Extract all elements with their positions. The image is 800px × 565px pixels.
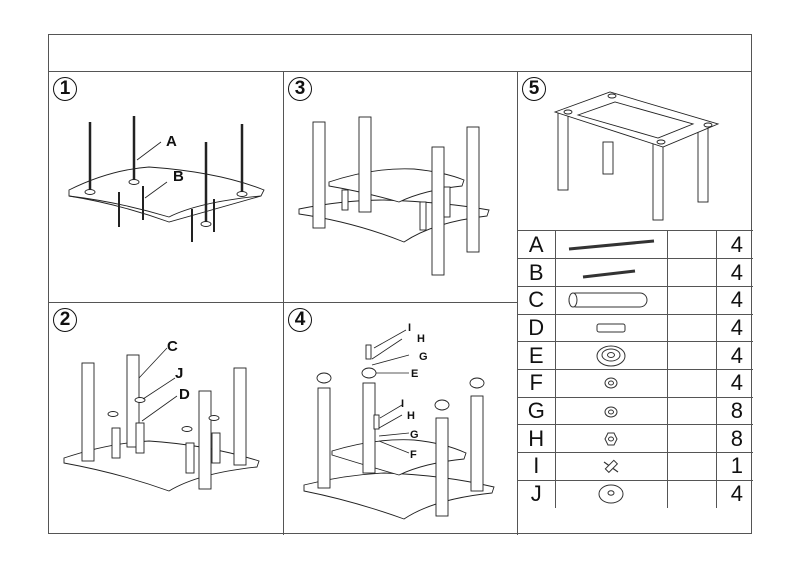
parts-list-table: A 4 B 4 C 4 D 4 E 4 <box>518 231 753 508</box>
small-washer-icon <box>604 406 618 418</box>
step-1-panel: 1 A B <box>49 72 284 303</box>
part-qty: 8 <box>715 396 753 426</box>
flat-washer-icon <box>604 377 618 389</box>
part-image <box>554 341 668 370</box>
part-image <box>554 479 668 508</box>
part-qty: 4 <box>715 368 753 398</box>
callout-b: B <box>173 168 184 185</box>
parts-row: F 4 <box>518 368 753 398</box>
parts-row: A 4 <box>518 231 753 260</box>
step-3-illustration <box>298 116 490 276</box>
step-2-badge: 2 <box>53 308 77 332</box>
callout-d: D <box>179 386 190 403</box>
part-image <box>554 313 668 343</box>
part-letter: E <box>518 341 556 370</box>
callout-h-mid: H <box>407 410 415 422</box>
parts-row: J 4 <box>518 479 753 508</box>
part-letter: D <box>518 313 556 343</box>
part-qty: 8 <box>715 424 753 453</box>
assembly-sheet: 1 A B <box>48 34 753 535</box>
part-qty: 4 <box>715 479 753 508</box>
step-5-panel: 5 <box>518 72 753 231</box>
part-letter: C <box>518 285 556 315</box>
step-1-illustration: A B <box>68 116 265 242</box>
callout-g-mid: G <box>410 429 419 441</box>
step-5-illustration <box>553 91 720 221</box>
parts-row: E 4 <box>518 341 753 370</box>
part-image <box>554 396 668 426</box>
part-image <box>554 368 668 398</box>
callout-a: A <box>166 133 177 150</box>
part-qty: 1 <box>715 452 753 481</box>
part-image <box>554 424 668 453</box>
long-threaded-rod-icon <box>568 239 655 251</box>
part-qty: 4 <box>715 313 753 343</box>
part-image <box>554 285 668 315</box>
parts-row: B 4 <box>518 258 753 287</box>
part-letter: A <box>518 231 556 260</box>
short-spacer-icon <box>596 323 626 333</box>
step-2-illustration: C J D <box>63 338 260 492</box>
step-1-badge: 1 <box>53 77 77 101</box>
hex-nut-icon <box>604 432 618 446</box>
part-letter: B <box>518 258 556 287</box>
cup-washer-icon <box>596 345 626 367</box>
part-letter: I <box>518 452 556 481</box>
callout-e: E <box>411 368 418 380</box>
step-4-panel: 4 <box>284 303 518 535</box>
step-4-badge: 4 <box>288 308 312 332</box>
callout-g-top: G <box>419 351 428 363</box>
step-5-badge: 5 <box>522 77 546 101</box>
part-letter: J <box>518 479 556 508</box>
part-qty: 4 <box>715 231 753 260</box>
part-qty: 4 <box>715 285 753 315</box>
part-image <box>554 258 668 287</box>
part-letter: F <box>518 368 556 398</box>
parts-row: H 8 <box>518 424 753 453</box>
callout-i-mid: I <box>401 398 404 410</box>
part-qty: 4 <box>715 258 753 287</box>
step-3-badge: 3 <box>288 77 312 101</box>
parts-row: C 4 <box>518 285 753 315</box>
short-threaded-rod-icon <box>582 269 636 279</box>
part-qty: 4 <box>715 341 753 370</box>
wrench-icon <box>603 459 619 474</box>
part-letter: H <box>518 424 556 453</box>
step-3-panel: 3 <box>284 72 518 303</box>
part-image <box>554 452 668 481</box>
step-4-illustration: I H G E I H G F <box>303 322 495 520</box>
callout-i-top: I <box>408 322 411 334</box>
callout-h-top: H <box>417 333 425 345</box>
header-bar <box>49 35 751 72</box>
step-2-panel: 2 C J <box>49 303 284 535</box>
callout-f: F <box>410 449 417 461</box>
parts-row: I 1 <box>518 452 753 481</box>
large-washer-icon <box>598 484 624 504</box>
parts-row: D 4 <box>518 313 753 343</box>
callout-c: C <box>167 338 178 355</box>
part-letter: G <box>518 396 556 426</box>
parts-row: G 8 <box>518 396 753 426</box>
callout-j: J <box>175 365 183 382</box>
tube-leg-icon <box>568 292 648 308</box>
part-image <box>554 231 668 260</box>
